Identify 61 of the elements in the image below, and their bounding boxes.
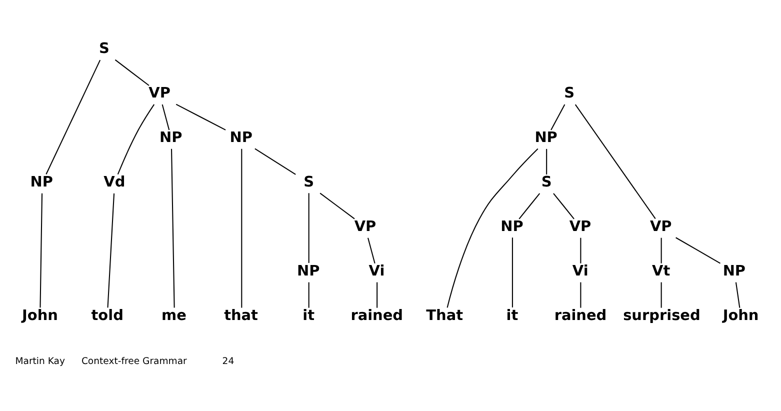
connector: [46, 59, 101, 174]
node-text: NP: [296, 262, 320, 279]
connector: [376, 282, 378, 308]
node-text: NP: [722, 262, 746, 279]
connector: [254, 148, 296, 174]
connector: [446, 148, 538, 308]
label: 24: [222, 355, 234, 366]
node-text: VP: [650, 218, 672, 235]
connector: [660, 237, 662, 263]
node-text: NP: [534, 130, 558, 146]
node-text: VP: [354, 218, 376, 235]
label: Martin Kay: [15, 355, 65, 366]
node-text: me: [162, 307, 186, 324]
connector: [553, 192, 574, 219]
node-text: Vi: [572, 262, 588, 279]
node-text: it: [302, 307, 315, 324]
connector: [580, 282, 582, 308]
connector: [574, 104, 656, 219]
node-text: rained: [554, 307, 607, 324]
node-text: NP: [30, 174, 53, 190]
connector: [368, 237, 376, 263]
node-text: VP: [148, 85, 170, 102]
connector: [241, 148, 242, 308]
node-text: S: [99, 40, 110, 57]
connector: [40, 192, 43, 308]
node-text: S: [541, 174, 552, 190]
node-text: surprised: [623, 307, 700, 324]
connector: [320, 192, 355, 219]
connector: [550, 104, 566, 130]
node-text: John: [722, 307, 759, 324]
label: Context-free Grammar: [81, 355, 187, 366]
connector: [518, 192, 540, 219]
connector: [580, 237, 582, 263]
node-text: NP: [500, 218, 524, 235]
node-text: rained: [350, 307, 404, 324]
node-text: That: [426, 307, 464, 324]
connector: [107, 192, 115, 308]
connector: [162, 104, 170, 130]
node-text: S: [304, 174, 314, 190]
node-text: John: [22, 307, 58, 324]
connector: [308, 282, 310, 308]
connector: [176, 103, 226, 130]
connector: [512, 237, 513, 307]
node-text: that: [224, 307, 258, 324]
connector: [114, 58, 150, 86]
node-text: told: [91, 307, 124, 324]
connector: [308, 192, 310, 262]
connector: [676, 236, 720, 264]
node-text: VP: [569, 218, 592, 235]
node-text: it: [506, 307, 518, 324]
connector: [117, 104, 155, 174]
node-text: Vt: [652, 262, 670, 279]
connector: [171, 148, 175, 308]
node-text: Vd: [104, 174, 126, 190]
connector: [546, 148, 548, 174]
node-text: S: [564, 85, 575, 102]
connector: [660, 282, 662, 308]
node-text: NP: [230, 130, 252, 146]
node-text: Vi: [368, 262, 385, 279]
connector: [735, 282, 740, 308]
node-text: NP: [159, 130, 182, 146]
